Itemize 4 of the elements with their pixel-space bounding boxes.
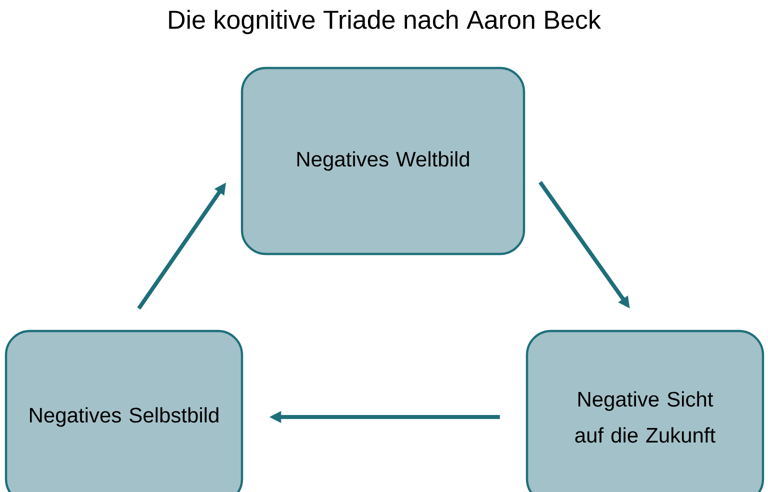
- process-box: Negatives Selbstbild: [4, 330, 244, 492]
- process-box: Negatives Weltbild: [240, 66, 526, 256]
- title: Die kognitive Triade nach Aaron Beck: [169, 10, 601, 34]
- process-box: Negative Sicht auf die Zukunft: [526, 330, 764, 492]
